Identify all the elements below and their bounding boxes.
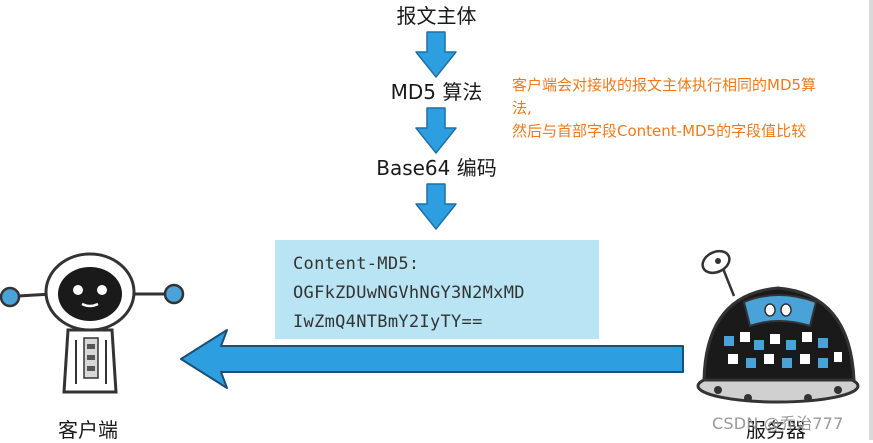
explanation-note: 客户端会对接收的报文主体执行相同的MD5算 法, 然后与首部字段Content-… <box>512 74 864 143</box>
note-line: 然后与首部字段Content-MD5的字段值比较 <box>512 122 807 140</box>
step-md5-algorithm: MD5 算法 <box>390 80 483 104</box>
down-arrow-icon <box>415 107 457 154</box>
note-line: 客户端会对接收的报文主体执行相同的MD5算 <box>512 76 817 94</box>
header-field-value: IwZmQ4NTBmY2IyTY== <box>293 312 483 332</box>
client-label: 客户端 <box>58 418 118 442</box>
step-base64-encoding: Base64 编码 <box>376 156 497 180</box>
server-robot-icon <box>696 249 860 404</box>
right-edge-divider <box>869 0 873 440</box>
server-label: 服务器 <box>746 418 806 442</box>
header-field-name: Content-MD5: <box>293 254 420 274</box>
header-field-value: OGFkZDUwNGVhNGY3N2MxMD <box>293 283 525 303</box>
note-line: 法, <box>512 99 532 117</box>
down-arrow-icon <box>415 31 457 78</box>
csdn-watermark: CSDN @乔治777 <box>712 414 844 433</box>
client-robot-icon <box>0 252 185 394</box>
content-md5-header-box: Content-MD5: OGFkZDUwNGVhNGY3N2MxMD IwZm… <box>275 240 599 339</box>
left-arrow-icon <box>180 329 684 389</box>
step-message-body: 报文主体 <box>396 4 477 28</box>
down-arrow-icon <box>415 183 457 230</box>
